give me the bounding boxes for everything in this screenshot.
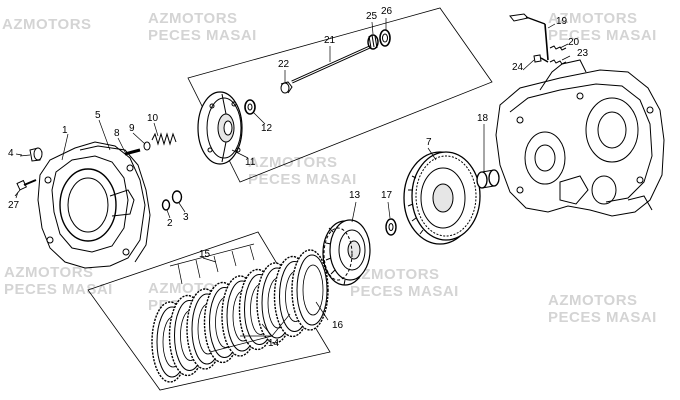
callout-18: 18	[477, 113, 489, 124]
clutch-plate	[291, 249, 329, 331]
part-3-oring	[171, 190, 183, 204]
part-20-spring	[549, 45, 567, 51]
part-12-bearing	[244, 99, 256, 115]
callout-26: 26	[381, 6, 393, 17]
part-10-spring	[151, 132, 177, 146]
callout-8: 8	[114, 128, 120, 139]
callout-4: 4	[8, 148, 14, 159]
leader-lines	[15, 18, 571, 353]
callout-27: 27	[8, 200, 20, 211]
part-19-shift-arm	[509, 13, 549, 61]
part-11-pressure-plate	[197, 91, 243, 165]
part-9-washer	[143, 141, 151, 151]
callout-20: 20	[568, 37, 580, 48]
part-17-washer	[385, 218, 397, 236]
crankcase	[495, 59, 665, 217]
callout-22: 22	[278, 59, 290, 70]
callout-21: 21	[324, 35, 336, 46]
part-18-bush	[476, 169, 500, 189]
callout-13: 13	[349, 190, 361, 201]
part-8-rod	[124, 148, 141, 156]
callout-2: 2	[167, 218, 173, 229]
clutch-plate-frame	[87, 231, 331, 391]
part-21-shaft	[291, 44, 373, 84]
part-23-spring	[549, 59, 567, 65]
callout-14: 14	[268, 338, 280, 349]
part-25-bearing	[367, 34, 379, 50]
callout-25: 25	[366, 11, 378, 22]
callout-7: 7	[426, 137, 432, 148]
part-26-seal	[379, 29, 391, 47]
clutch-cover	[37, 141, 151, 269]
part-2-oring	[161, 199, 171, 211]
part-27-bolt	[14, 179, 37, 197]
part-13-clutch-hub	[322, 219, 371, 286]
callout-10: 10	[147, 113, 159, 124]
callout-12: 12	[261, 123, 273, 134]
callout-19: 19	[556, 16, 568, 27]
callout-11: 11	[245, 157, 256, 168]
callout-16: 16	[332, 320, 344, 331]
callout-17: 17	[381, 190, 393, 201]
callout-5: 5	[95, 110, 101, 121]
callout-3: 3	[183, 212, 189, 223]
part-7-clutch-basket	[403, 151, 481, 245]
part-22-bushing	[280, 81, 293, 94]
clutch-plate-stack	[151, 249, 329, 383]
callout-9: 9	[129, 123, 135, 134]
callout-24: 24	[512, 62, 524, 73]
part-24-bolt	[533, 54, 549, 63]
callout-1: 1	[62, 125, 68, 136]
part-4-plug	[19, 147, 43, 162]
callout-15: 15	[199, 249, 211, 260]
callout-23: 23	[577, 48, 589, 59]
